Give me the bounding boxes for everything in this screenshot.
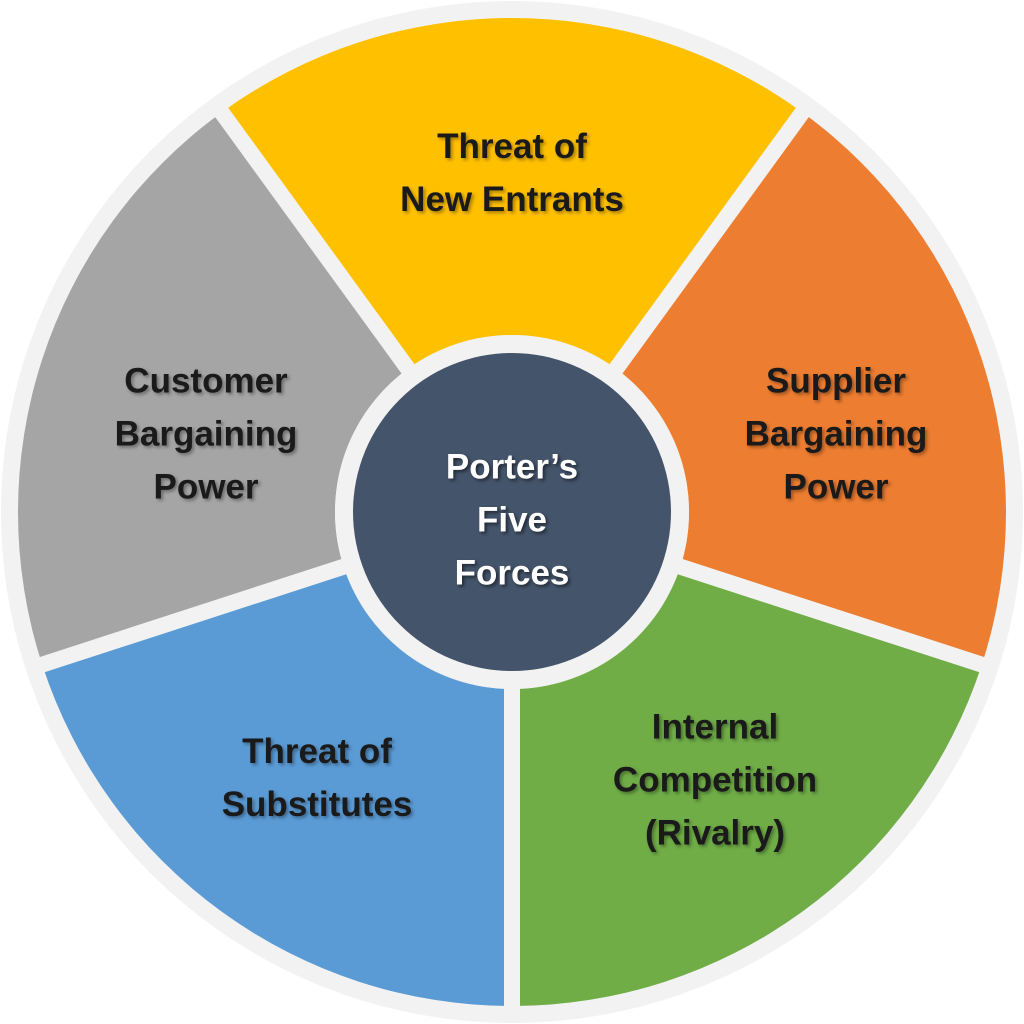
- segment-label-substitutes: Threat of Substitutes: [222, 725, 413, 831]
- segment-supplier-power: [616, 112, 1006, 665]
- segment-new-entrants: [221, 18, 803, 369]
- segment-label-new-entrants: Threat of New Entrants: [400, 120, 624, 226]
- label-line: Substitutes: [221, 785, 413, 824]
- segment-label-rivalry: Internal Competition (Rivalry): [613, 701, 817, 860]
- segment-label-supplier-power: Supplier Bargaining Power: [745, 355, 928, 514]
- center-line: Porter’s: [445, 447, 579, 487]
- center-circle: [353, 353, 671, 671]
- label-line: Internal: [651, 707, 779, 747]
- segment-substitutes: [42, 566, 513, 1006]
- label-line: Power: [783, 467, 889, 507]
- segment-customer-power: [17, 112, 408, 665]
- segment-label-customer-power: Customer Bargaining Power: [115, 355, 298, 514]
- segment-rivalry: [512, 566, 982, 1006]
- center-line: Forces: [454, 553, 570, 593]
- label-line: Competition: [612, 760, 818, 800]
- label-line: New Entrants: [400, 180, 624, 219]
- label-line: Customer: [124, 361, 288, 401]
- center-title: Porter’s Five Forces: [446, 441, 578, 600]
- center-line: Five: [476, 500, 548, 540]
- label-line: (Rivalry): [644, 813, 786, 853]
- label-line: Power: [153, 467, 259, 507]
- label-line: Threat of: [437, 127, 587, 166]
- label-line: Bargaining: [114, 414, 298, 454]
- label-line: Supplier: [765, 361, 907, 401]
- label-line: Threat of: [242, 732, 392, 771]
- label-line: Bargaining: [744, 414, 928, 454]
